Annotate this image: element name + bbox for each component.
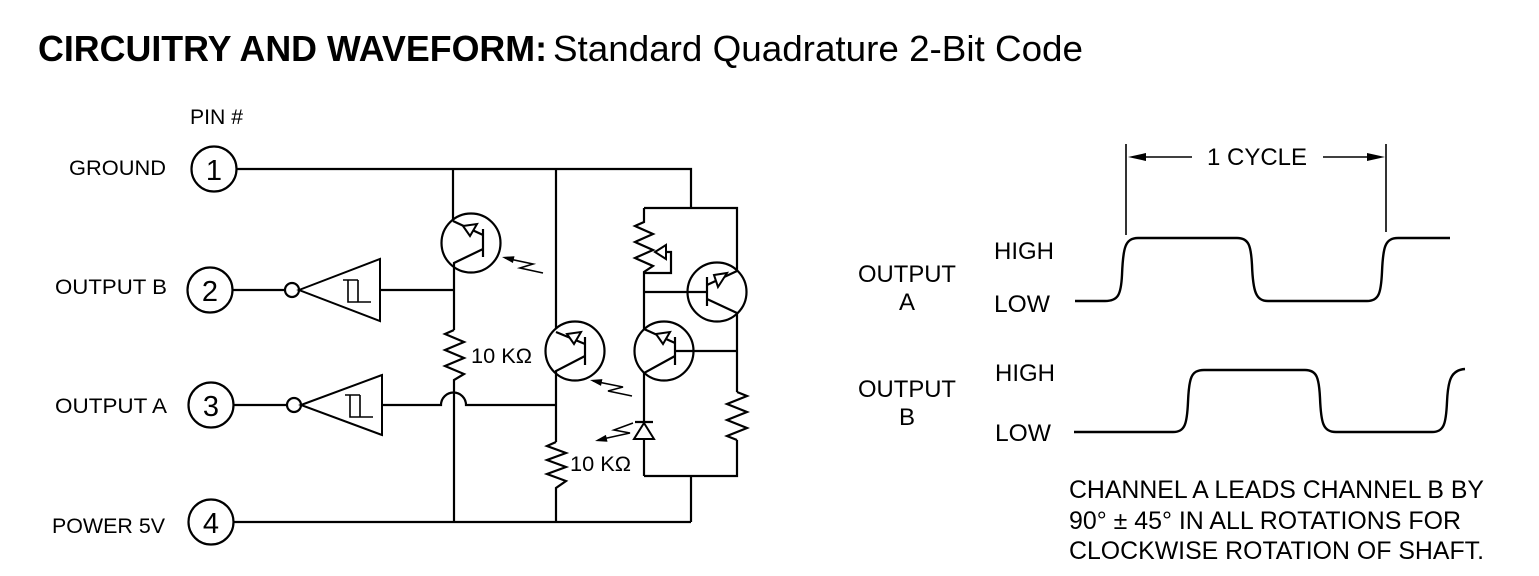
circuit-schematic: PIN # GROUND OUTPUT B OUTPUT A POWER 5V … <box>52 106 750 546</box>
channel-b-name: OUTPUT <box>858 376 956 403</box>
arrowhead <box>502 256 515 263</box>
wire-bottom-box <box>644 440 739 478</box>
collector-lead <box>452 248 484 330</box>
resistor-1-label: 10 KΩ <box>471 345 532 368</box>
schmitt-trigger-a <box>298 373 383 437</box>
channel-a-low-label: LOW <box>994 291 1050 318</box>
title-bold: CIRCUITRY AND WAVEFORM: <box>38 28 547 69</box>
emitter-arrow-icon <box>712 271 730 290</box>
light-emission-arrow-icon <box>595 422 634 442</box>
emitter-arrow-icon <box>461 222 479 238</box>
channel-b-waveform <box>1074 367 1466 434</box>
wire-top-box <box>644 206 739 271</box>
phototransistor-1 <box>440 212 502 330</box>
led <box>632 420 656 476</box>
note-line-2: 90° ± 45° IN ALL ROTATIONS FOR <box>1069 507 1461 535</box>
channel-a-name: OUTPUT <box>858 261 956 288</box>
pin-3: 3 <box>187 381 235 429</box>
pin-number: 2 <box>202 276 218 308</box>
hysteresis-icon <box>343 279 371 303</box>
pin-number: 4 <box>203 508 219 540</box>
pin-4-label: POWER 5V <box>52 515 165 538</box>
emitter-arrow-icon <box>565 330 583 346</box>
wiper-arrow-icon <box>653 243 667 261</box>
emitter-arrow-icon <box>654 330 672 346</box>
light-arrow-icon <box>590 379 633 397</box>
collector-lead <box>706 298 738 314</box>
pin-number: 1 <box>206 155 222 187</box>
channel-b-low-label: LOW <box>995 420 1051 447</box>
transistor-3 <box>633 320 737 422</box>
channel-a-high-label: HIGH <box>994 238 1054 265</box>
led-triangle <box>632 421 656 440</box>
pin-header: PIN # <box>190 106 243 129</box>
arrow-right-icon <box>1367 153 1385 161</box>
pin-1: 1 <box>190 145 238 193</box>
pin-2: 2 <box>186 266 234 314</box>
phase-note: CHANNEL A LEADS CHANNEL B BY 90° ± 45° I… <box>1069 476 1484 565</box>
schmitt-trigger-b <box>296 257 381 323</box>
output-a-node-wire-jumpover <box>382 391 556 407</box>
channel-a-waveform <box>1075 236 1450 303</box>
channel-b: OUTPUT B HIGH LOW <box>858 360 1466 447</box>
transistor-4 <box>644 261 748 323</box>
light-ray <box>597 422 634 441</box>
collector-lead <box>554 355 586 442</box>
collector-lead <box>642 355 676 422</box>
phototransistor-2 <box>544 320 606 442</box>
resistor-3 <box>724 390 750 442</box>
light-ray <box>504 257 544 274</box>
pin-3-label: OUTPUT A <box>55 395 167 418</box>
pin-circle <box>187 381 235 429</box>
pin-1-label: GROUND <box>69 157 166 180</box>
channel-a: OUTPUT A HIGH LOW <box>858 236 1450 318</box>
title-subtitle: Standard Quadrature 2-Bit Code <box>553 28 1083 69</box>
channel-a-letter: A <box>899 289 915 316</box>
resistor-2 <box>543 440 570 522</box>
wiper-wire <box>644 250 673 275</box>
title: CIRCUITRY AND WAVEFORM: Standard Quadrat… <box>38 28 1083 69</box>
transistor-body <box>544 320 606 382</box>
note-line-3: CLOCKWISE ROTATION OF SHAFT. <box>1069 537 1484 565</box>
pin-4: 4 <box>187 498 235 546</box>
light-ray <box>592 380 633 397</box>
pin-circle <box>186 266 234 314</box>
pin-2-label: OUTPUT B <box>55 276 167 299</box>
channel-b-letter: B <box>899 404 915 431</box>
pin-number: 3 <box>203 391 219 423</box>
channel-b-high-label: HIGH <box>995 360 1055 387</box>
resistor-2-label: 10 KΩ <box>570 453 631 476</box>
arrowhead <box>595 434 608 442</box>
arrowhead <box>590 379 603 386</box>
light-arrow-icon <box>502 256 544 274</box>
note-line-1: CHANNEL A LEADS CHANNEL B BY <box>1069 476 1484 504</box>
cycle-label: 1 CYCLE <box>1207 144 1307 171</box>
waveform-panel: 1 CYCLE OUTPUT A HIGH LOW OUTPUT B HIGH … <box>858 144 1484 565</box>
variable-resistor <box>632 208 656 329</box>
ground-wire <box>236 167 693 208</box>
resistor-1 <box>442 328 467 522</box>
arrow-left-icon <box>1128 153 1146 161</box>
transistor-body <box>440 212 502 274</box>
hysteresis-icon <box>345 394 373 418</box>
